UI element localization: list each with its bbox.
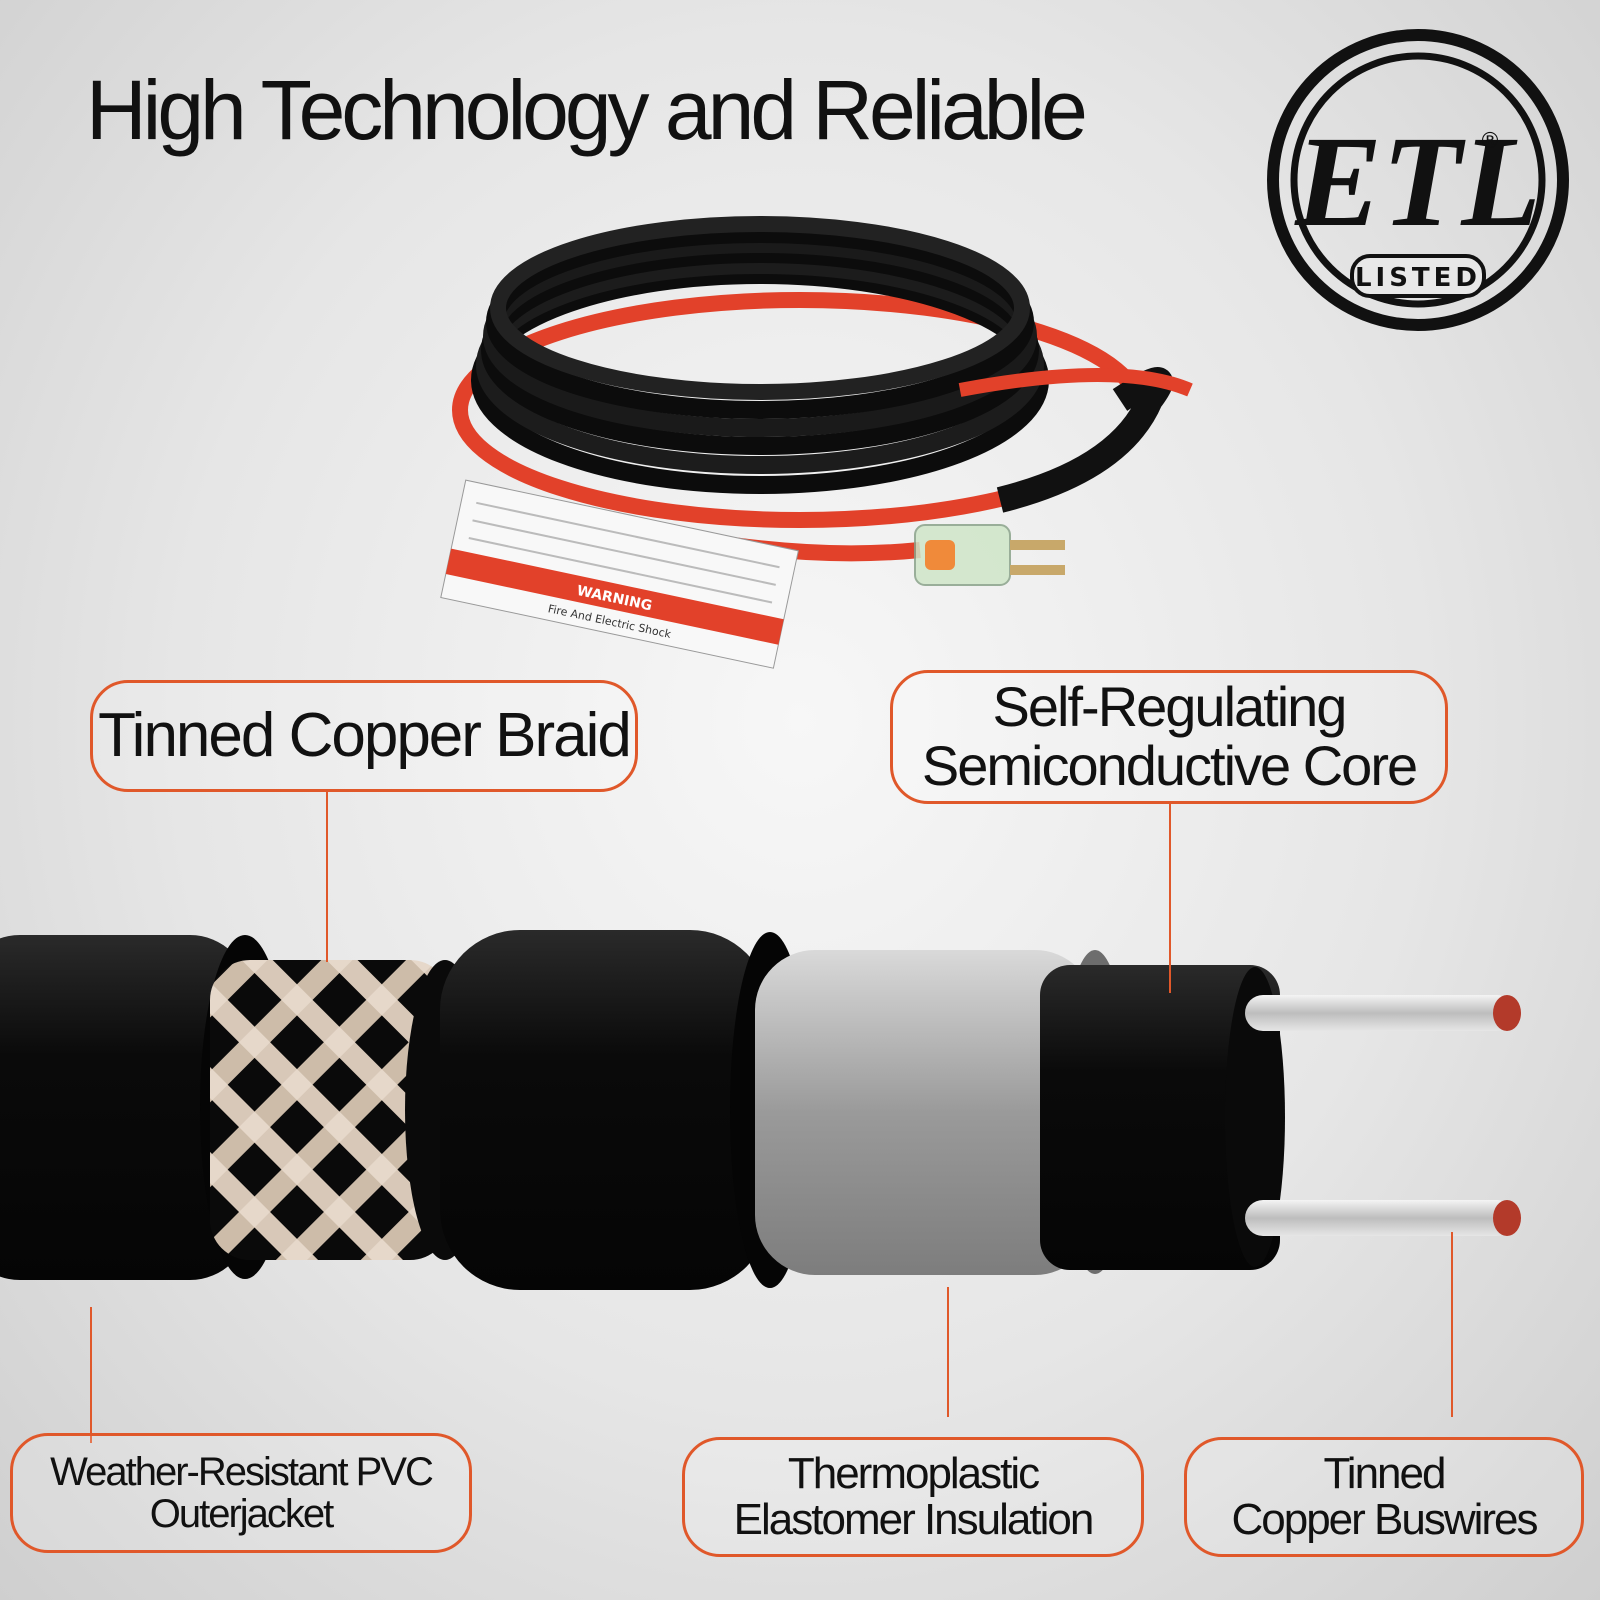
coiled-cable [452, 216, 1193, 562]
callout-tpe-insulation-label: Thermoplastic Elastomer Insulation [733, 1448, 1095, 1544]
semiconductive-core [1040, 965, 1280, 1270]
leader-braid [326, 792, 328, 962]
registered-mark: ® [1479, 129, 1501, 154]
callout-pvc-outerjacket-label: Weather-Resistant PVC Outerjacket [50, 1450, 434, 1536]
callout-copper-buswires: Tinned Copper Buswires [1184, 1437, 1584, 1557]
pvc-outer-jacket [0, 935, 250, 1280]
etl-caption: LISTED [1355, 263, 1481, 293]
callout-copper-braid: Tinned Copper Braid [90, 680, 638, 792]
leader-core [1169, 803, 1171, 993]
etl-listed-logo: ETL ® LISTED [1267, 29, 1569, 331]
etl-letters: ETL [1294, 110, 1541, 254]
callout-copper-braid-label: Tinned Copper Braid [98, 701, 632, 771]
copper-braid [210, 960, 450, 1260]
page-title: High Technology and Reliable [86, 63, 1088, 157]
buswire-top [1245, 995, 1515, 1031]
callout-semiconductive-core: Self-Regulating Semiconductive Core [890, 670, 1448, 804]
buswire-bottom [1245, 1200, 1515, 1236]
callout-copper-buswires-label: Tinned Copper Buswires [1231, 1448, 1538, 1544]
callout-pvc-outerjacket: Weather-Resistant PVC Outerjacket [10, 1433, 472, 1553]
tpe-insulation [755, 950, 1095, 1275]
leader-buswires [1451, 1232, 1453, 1417]
callout-semiconductive-core-label: Self-Regulating Semiconductive Core [921, 675, 1418, 797]
inner-jacket [440, 930, 770, 1290]
cable-cross-section [0, 930, 1521, 1290]
leader-insulation [947, 1287, 949, 1417]
warning-tag: WARNING Fire And Electric Shock [440, 479, 799, 669]
callout-tpe-insulation: Thermoplastic Elastomer Insulation [682, 1437, 1144, 1557]
leader-jacket [90, 1307, 92, 1443]
plug [914, 524, 1065, 586]
